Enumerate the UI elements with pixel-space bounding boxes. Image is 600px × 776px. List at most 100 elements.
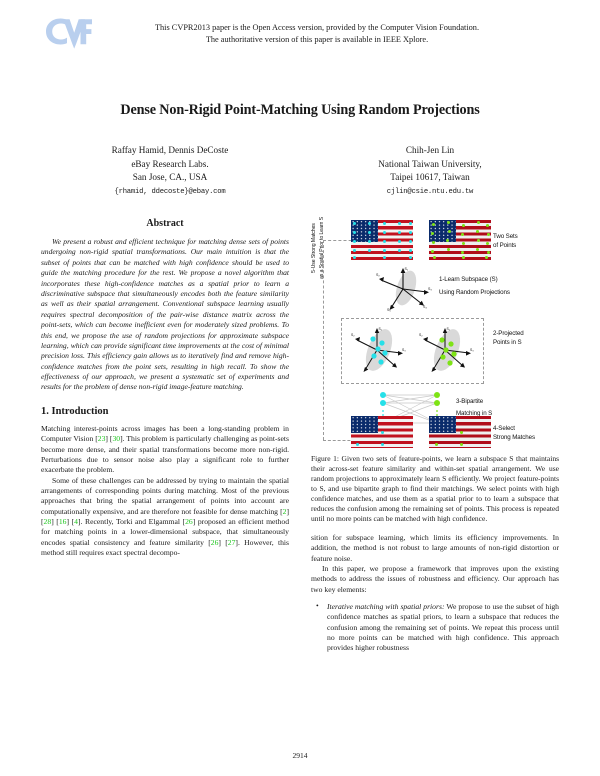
feature-point: [353, 240, 357, 244]
figure-step-2-line-2: Points in S: [493, 338, 522, 346]
intro-p1-a: Matching interest-points across images h…: [41, 423, 289, 444]
feature-point: [398, 222, 402, 226]
citation-28[interactable]: 28: [43, 517, 52, 527]
figure-output-flag-wavy: [429, 416, 491, 448]
feature-point: [447, 248, 451, 252]
figure-step-1-line-2: Using Random Projections: [439, 288, 510, 296]
feature-point: [409, 256, 413, 260]
citation-27[interactable]: 27: [227, 537, 236, 547]
strong-match-point: [356, 443, 360, 447]
feature-point: [398, 240, 402, 244]
intro-p2-g: ] [: [218, 537, 228, 547]
citation-4[interactable]: 4: [74, 517, 78, 527]
figure-projected-axes-set-a: S₁ S₂ S₃: [349, 322, 409, 385]
figure-projection-box: [341, 318, 484, 384]
figure-step-1-line-1: 1-Learn Subspace (S): [439, 276, 498, 283]
intro-p2-f: ] proposed an efficient method for match…: [41, 517, 290, 547]
citation-16[interactable]: 16: [58, 517, 67, 527]
key-elements-list: Iterative matching with spatial priors: …: [311, 601, 559, 654]
feature-point: [353, 249, 357, 253]
figure-feedback-loop-top: [323, 240, 367, 241]
cvf-logo-icon: [40, 13, 92, 55]
svg-text:S₄: S₄: [423, 305, 427, 309]
feature-point: [353, 222, 357, 226]
figure-step-2-label: 2-Projected Points in S: [493, 330, 524, 348]
intro-p1-b: ] [: [105, 434, 113, 444]
author-block-2: Chih-Jen Lin National Taiwan University,…: [300, 144, 560, 197]
author-names: Chih-Jen Lin: [405, 145, 455, 155]
feature-point: [487, 233, 491, 237]
intro-paragraph-2: Some of these challenges can be addresse…: [41, 476, 289, 559]
list-item: Iterative matching with spatial priors: …: [316, 601, 559, 654]
svg-text:S₂: S₂: [351, 333, 355, 337]
feature-point: [368, 249, 372, 253]
svg-text:S₁: S₁: [379, 327, 383, 331]
flag-canton: [429, 220, 456, 242]
citation-30[interactable]: 30: [112, 434, 121, 444]
feature-point: [368, 231, 372, 235]
feature-point: [409, 222, 413, 226]
svg-text:S₁: S₁: [447, 327, 451, 331]
citation-23[interactable]: 23: [97, 434, 106, 444]
feature-point: [398, 231, 402, 235]
feature-point: [353, 231, 357, 235]
feature-point: [447, 221, 451, 225]
abstract-heading: Abstract: [146, 218, 184, 229]
figure-subspace-axes: S₁ S₂ S₃ S₄ S₅: [373, 266, 433, 317]
feature-point: [476, 248, 480, 252]
author-affiliation: eBay Research Labs.: [131, 158, 209, 169]
feature-point: [461, 251, 465, 255]
svg-text:S₂: S₂: [376, 273, 380, 277]
intro-p1-c: ]. This problem is particularly challeng…: [41, 434, 290, 475]
intro-p2-h: ]. However, this method still requires e…: [41, 537, 290, 558]
strong-match-point: [435, 443, 439, 447]
feature-point: [432, 223, 436, 227]
intro-p2-d: ] [: [66, 517, 75, 527]
feature-point: [398, 249, 402, 253]
feature-point: [409, 240, 413, 244]
feature-point: [383, 240, 387, 244]
figure-feedback-loop-bottom: [323, 440, 365, 441]
feature-point: [409, 249, 413, 253]
figure-1: 5-Use Strong Matches as a Spatial Prior …: [311, 217, 559, 448]
svg-text:S₂: S₂: [419, 333, 423, 337]
author-location: Taipei 10617, Taiwan: [390, 172, 470, 183]
feature-point: [368, 240, 372, 244]
figure-step-4-label: 4-Select Strong Matches: [493, 425, 535, 443]
strong-match-point: [381, 431, 385, 435]
bullet-1-title: Iterative matching with spatial priors:: [327, 601, 445, 611]
feature-point: [432, 241, 436, 245]
feature-point: [446, 239, 450, 243]
feature-point: [487, 251, 491, 255]
author-email[interactable]: cjlin@csie.ntu.edu.tw: [386, 187, 474, 196]
banner-line-1: This CVPR2013 paper is the Open Access v…: [154, 23, 480, 33]
page-title: Dense Non-Rigid Point-Matching Using Ran…: [120, 102, 480, 118]
figure-two-sets-line-2: of Points: [493, 241, 517, 249]
svg-text:S₅: S₅: [387, 308, 391, 312]
feature-point: [409, 231, 413, 235]
bullet-1-text: We propose to use the subset of high con…: [327, 601, 559, 653]
intro-p2-a: Some of these challenges can be addresse…: [41, 475, 289, 516]
feature-point: [477, 221, 481, 225]
figure-input-flags: [351, 220, 491, 265]
figure-two-sets-line-1: Two Sets: [493, 233, 518, 240]
figure-step-3-line-2: Matching in S: [456, 409, 493, 417]
intro-paragraph-1: Matching interest-points across images h…: [41, 424, 289, 476]
citation-26b[interactable]: 26: [210, 537, 219, 547]
flag-canton: [351, 220, 378, 242]
section-heading-introduction: 1. Introduction: [41, 405, 109, 417]
feature-point: [486, 242, 490, 246]
author-affiliation: National Taiwan University,: [378, 158, 482, 169]
figure-output-flag-flat: [351, 416, 413, 448]
figure-step-4-line-2: Strong Matches: [493, 433, 535, 441]
feature-point: [431, 250, 435, 254]
figure-step-1-label: 1-Learn Subspace (S) Using Random Projec…: [439, 276, 510, 298]
author-list: Raffay Hamid, Dennis DeCoste eBay Resear…: [40, 144, 560, 197]
author-email[interactable]: {rhamid, ddecoste}@ebay.com: [114, 187, 226, 196]
feature-point: [433, 256, 437, 260]
citation-26[interactable]: 26: [185, 517, 193, 527]
strong-match-point: [460, 431, 464, 435]
figure-step-5-line-1: 5-Use Strong Matches: [311, 223, 317, 273]
citation-2[interactable]: 2: [282, 506, 287, 516]
